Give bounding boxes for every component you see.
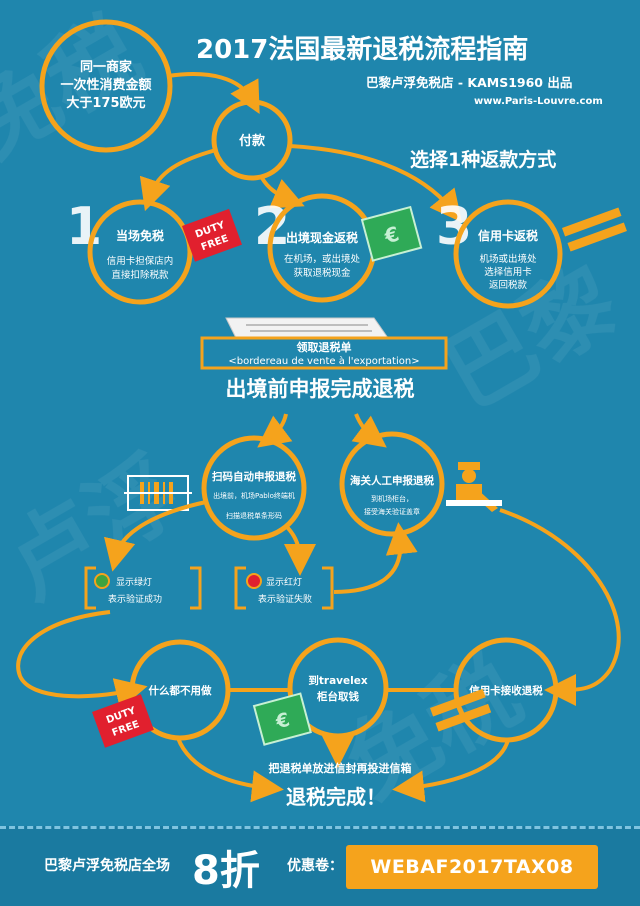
arrow-to-option-2 <box>260 176 305 209</box>
arrow-to-payment <box>167 72 260 115</box>
credit-card-icon <box>562 207 627 252</box>
page-title: 2017法国最新退税流程指南 <box>196 34 528 65</box>
footer-divider <box>0 826 640 829</box>
coupon-code[interactable]: WEBAF2017TAX08 <box>346 845 598 889</box>
green-light-icon <box>94 573 110 589</box>
option-1-line2: 直接扣除税款 <box>111 269 169 281</box>
condition-line3: 大于175欧元 <box>66 95 145 111</box>
choose-title: 选择1种返款方式 <box>410 148 556 171</box>
page-subtitle: 巴黎卢浮免税店 - KAMS1960 出品 <box>366 75 572 90</box>
option-2-line2: 获取退税现金 <box>293 267 351 279</box>
option-3-line2: 选择信用卡 <box>484 266 532 278</box>
option-2-line1: 在机场，或出境处 <box>284 253 361 265</box>
svg-text:€: € <box>273 709 292 734</box>
tax-form-name: <bordereau de vente à l'exportation> <box>228 355 419 367</box>
customs-officer-icon <box>446 462 502 512</box>
credit-card-icon-bottom <box>430 688 492 732</box>
option-3-line3: 返回税款 <box>489 279 528 291</box>
red-light-line2: 表示验证失败 <box>258 593 312 605</box>
duty-free-tag-bottom: DUTY FREE <box>92 694 154 748</box>
footer-coupon-label: 优惠卷： <box>287 858 343 874</box>
condition-line1: 同一商家 <box>80 59 133 75</box>
tax-form-icon <box>225 317 389 339</box>
footer-label: 巴黎卢浮免税店全场 <box>44 858 170 874</box>
option-3-line1: 机场或出境处 <box>479 253 537 265</box>
nothing-label: 什么都不用做 <box>149 684 212 697</box>
mailbox-instruction: 把退税单放进信封再投进信箱 <box>269 761 412 775</box>
banknote-icon: € <box>360 205 423 262</box>
option-3-title: 信用卡返税 <box>478 228 538 243</box>
barcode-icon <box>124 475 192 511</box>
customs-line2: 接受海关验证盖章 <box>364 507 420 516</box>
arrow-to-option-3 <box>289 144 463 223</box>
customs-title: 海关人工申报退税 <box>350 474 434 487</box>
footer-discount: 8折 <box>192 848 260 894</box>
section-title: 出境前申报完成退税 <box>226 377 415 401</box>
arrow-card-to-complete <box>392 739 510 803</box>
condition-line2: 一次性消费金额 <box>60 77 151 93</box>
scan-line1: 出境前，机场Pablo终端机 <box>213 491 295 500</box>
payment-label: 付款 <box>239 133 266 149</box>
option-1-line1: 信用卡担保店内 <box>107 255 174 267</box>
scan-title: 扫码自动申报退税 <box>212 470 296 483</box>
arrow-to-red <box>283 524 316 576</box>
red-light-bracket <box>234 566 334 610</box>
arrow-red-to-customs <box>333 522 418 594</box>
banknote-icon-bottom: € <box>252 692 312 746</box>
tax-form-label: 领取退税单 <box>296 340 352 354</box>
duty-free-tag: DUTY FREE <box>182 208 242 262</box>
green-light-line1: 显示绿灯 <box>116 576 152 588</box>
svg-text:€: € <box>381 221 402 248</box>
green-light-line2: 表示验证成功 <box>108 593 162 605</box>
payment-circle <box>211 99 293 181</box>
arrow-green-to-nothing <box>16 610 148 710</box>
travelex-line2: 柜台取钱 <box>316 690 359 703</box>
scan-circle <box>201 435 307 541</box>
arrow-customs-to-card <box>499 508 621 706</box>
option-3-circle <box>453 199 563 309</box>
option-1-circle <box>87 199 193 305</box>
customs-line1: 到机场柜台， <box>371 494 413 503</box>
option-2-title: 出境现金返税 <box>286 230 358 245</box>
arrow-to-scan <box>257 413 293 448</box>
travelex-line1: 到travelex <box>308 674 367 687</box>
arrow-nothing-to-complete <box>176 737 284 803</box>
option-1-title: 当场免税 <box>116 228 164 243</box>
arrow-to-green <box>104 500 207 572</box>
condition-circle <box>39 19 173 153</box>
completion-text: 退税完成！ <box>286 785 386 809</box>
arrow-to-option-1 <box>139 148 217 212</box>
green-light-bracket <box>84 566 202 610</box>
red-light-icon <box>246 573 262 589</box>
scan-line2: 扫描退税单条形码 <box>226 511 282 520</box>
red-light-line1: 显示红灯 <box>266 576 302 588</box>
website-link[interactable]: www.Paris-Louvre.com <box>474 96 603 107</box>
tax-form-label-box <box>200 336 448 370</box>
card-receive-label: 信用卡接收退税 <box>469 684 543 697</box>
